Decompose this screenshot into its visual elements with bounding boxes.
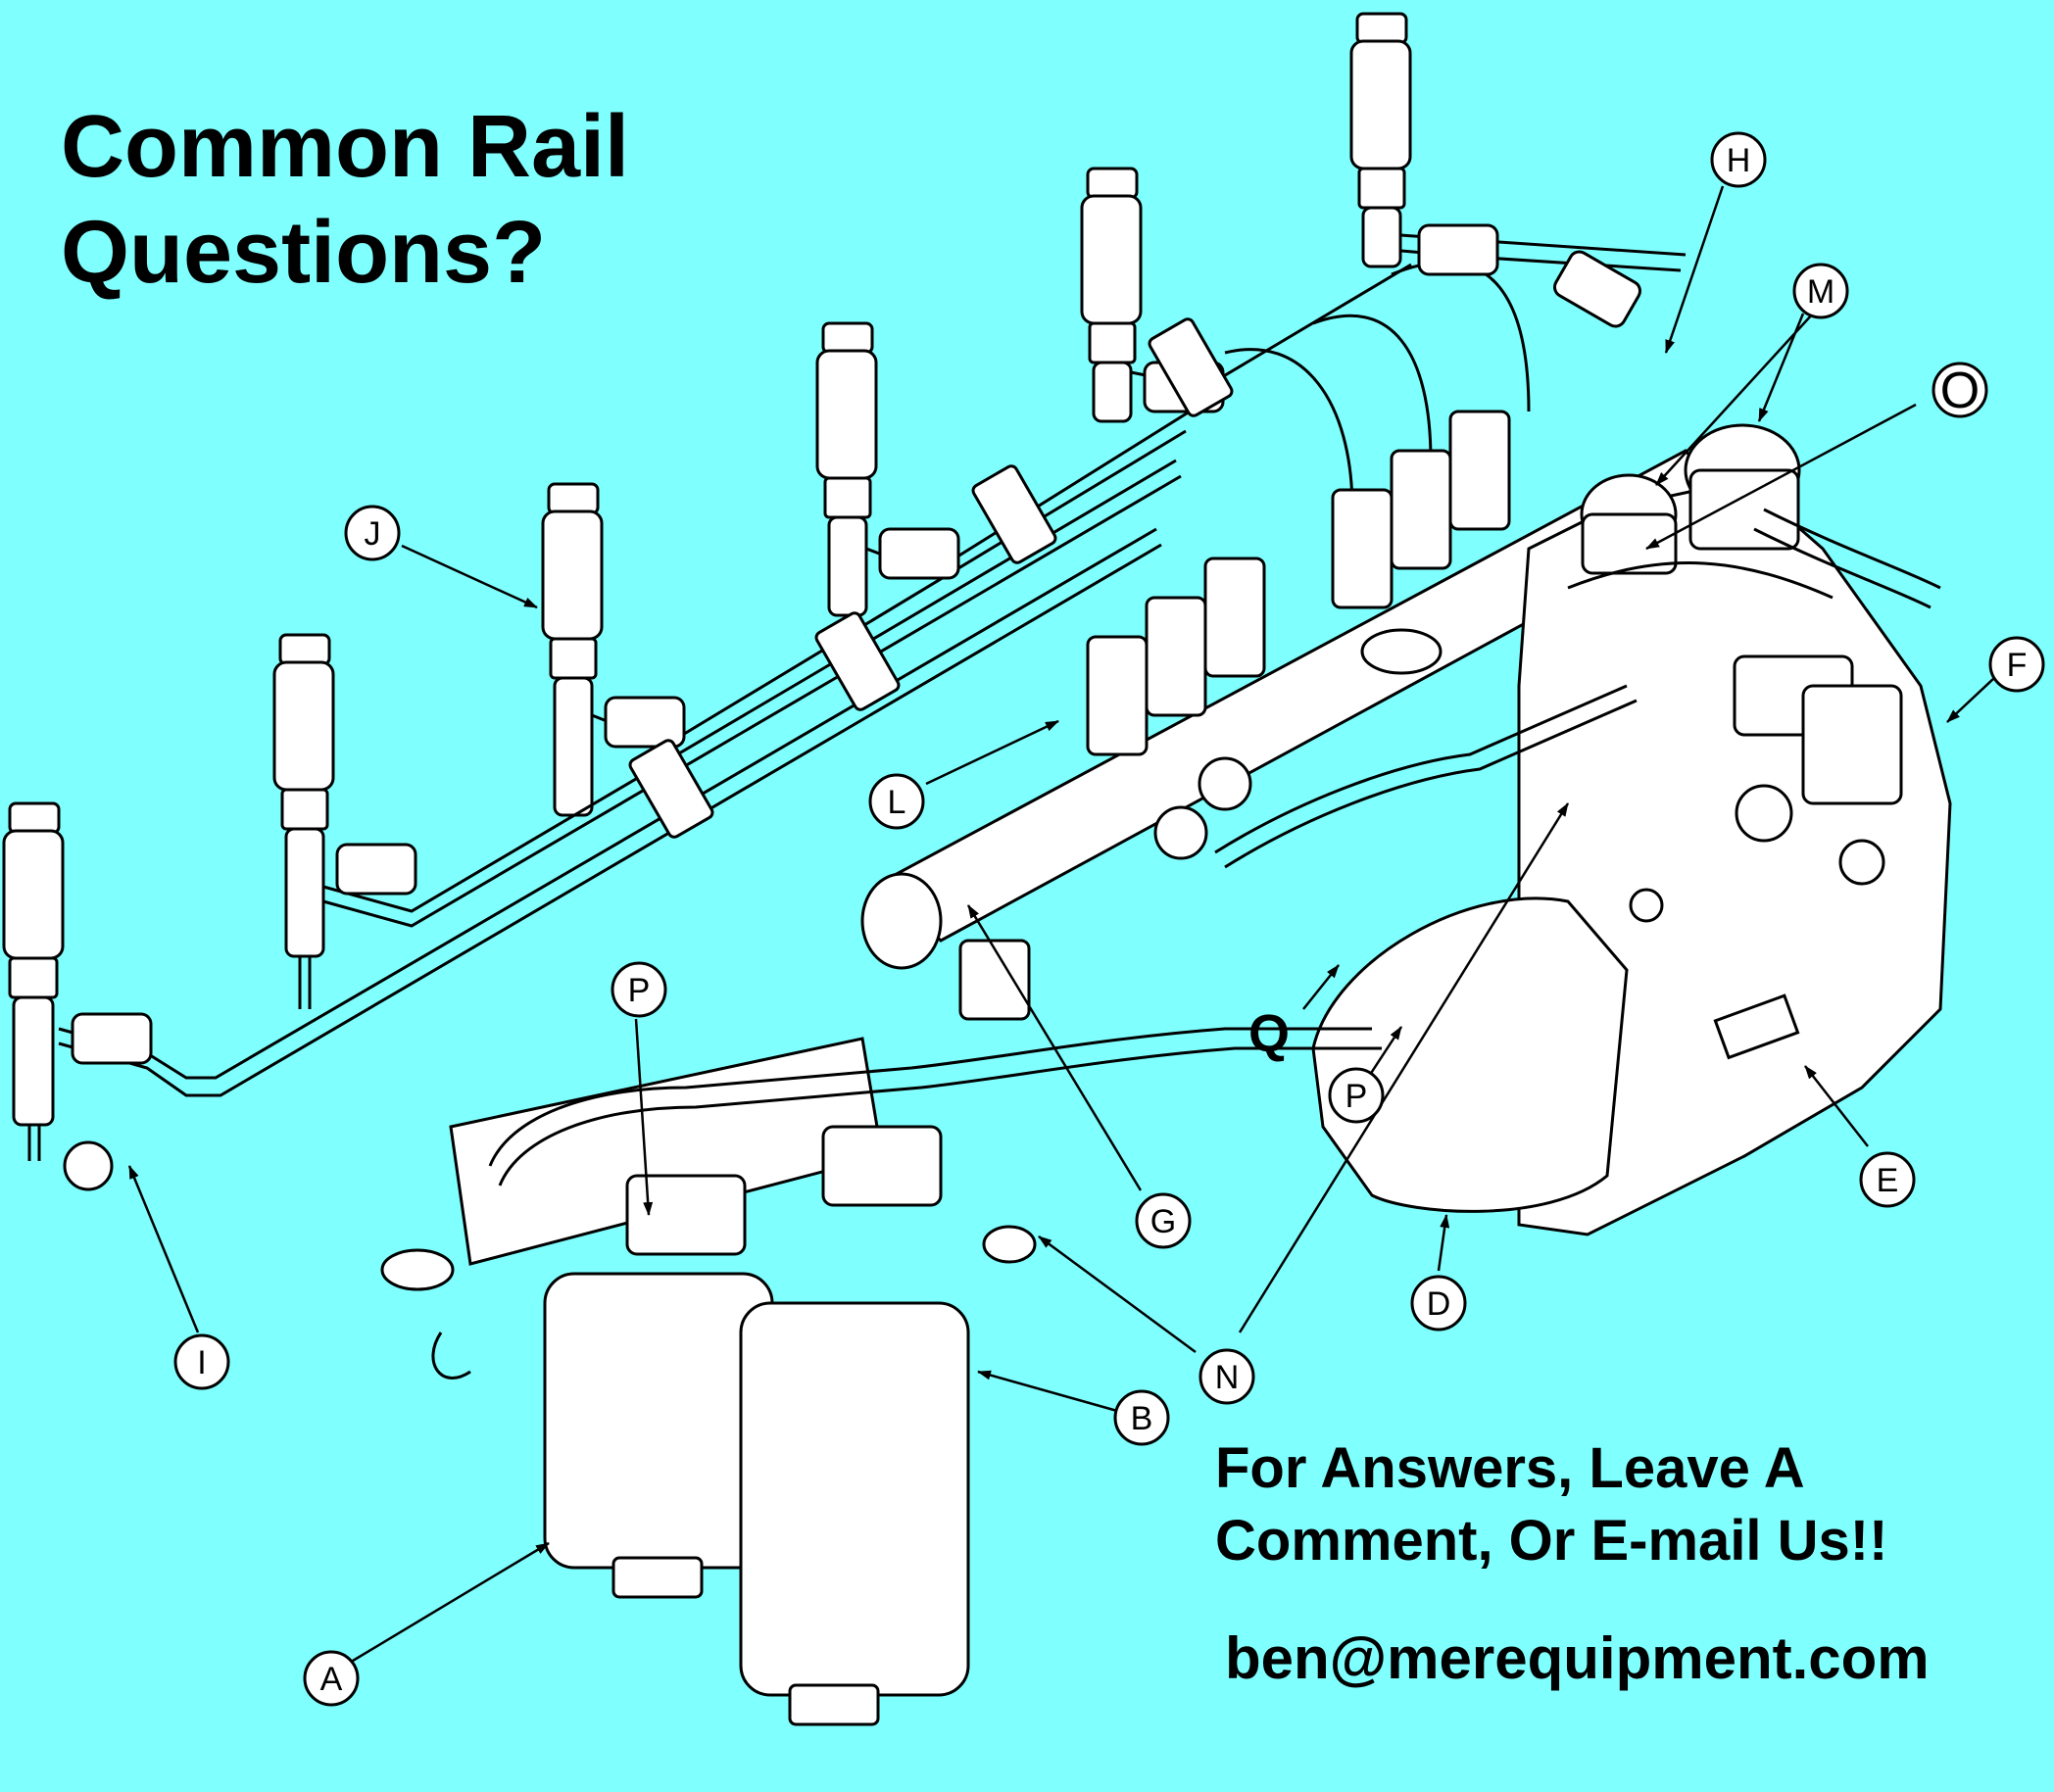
callout-j: J	[365, 515, 381, 553]
callout-g-bubble	[1135, 1192, 1192, 1249]
injector-5	[1080, 167, 1143, 423]
line-clamps	[628, 317, 1234, 839]
callout-f-bubble	[1988, 636, 2045, 693]
callout-j-bubble	[344, 505, 401, 561]
callout-h-bubble	[1710, 131, 1767, 188]
callout-i: I	[197, 1344, 206, 1381]
injector-2	[272, 633, 335, 1009]
injector-3	[541, 482, 604, 817]
callout-p-bottom: P	[1345, 1078, 1368, 1115]
callout-n-bubble	[1198, 1348, 1255, 1405]
headline-line-2: Questions?	[61, 204, 547, 302]
callout-a-bubble	[303, 1650, 360, 1707]
filter-lines	[431, 1027, 1382, 1380]
page-headline: Common Rail Questions?	[61, 94, 629, 306]
callout-leaders	[127, 185, 1995, 1666]
injector-4	[815, 321, 878, 617]
common-rail	[860, 410, 1737, 1021]
callout-m: M	[1807, 273, 1834, 311]
callout-g: G	[1150, 1203, 1176, 1240]
line-fittings	[71, 223, 1641, 1065]
callout-m-bubble	[1792, 263, 1849, 319]
callout-l: L	[888, 784, 906, 821]
callout-i-bubble	[173, 1333, 230, 1390]
callout-e: E	[1877, 1162, 1899, 1199]
callout-d-bubble	[1410, 1275, 1467, 1332]
callout-b-bubble	[1113, 1389, 1170, 1446]
callout-p-top: P	[628, 972, 651, 1009]
injectors	[2, 12, 1412, 1161]
callout-p-bottom-bubble	[1328, 1067, 1385, 1124]
callout-l-bubble	[868, 773, 925, 830]
callout-bubbles	[173, 131, 2045, 1707]
contact-email[interactable]: ben@merequipment.com	[1225, 1625, 1930, 1691]
callout-h: H	[1727, 142, 1751, 179]
callout-a: A	[320, 1661, 343, 1698]
cta-line-2: Comment, Or E-mail Us!!	[1215, 1509, 1888, 1573]
callout-p-top-bubble	[611, 961, 667, 1018]
callout-b: B	[1131, 1400, 1153, 1437]
callout-q: Q	[1248, 1004, 1290, 1063]
injector-6	[1349, 12, 1412, 268]
callout-d: D	[1427, 1285, 1451, 1323]
callout-n: N	[1215, 1359, 1240, 1396]
injection-pump	[1311, 423, 1952, 1236]
fuel-filters	[63, 1037, 1037, 1726]
callout-f: F	[2007, 647, 2028, 684]
injector-1	[2, 801, 65, 1161]
callout-letters: A B D E F G H I J L M N O P P Q	[197, 142, 2027, 1698]
callout-o-bubble	[1932, 362, 1988, 418]
callout-o: O	[1940, 363, 1980, 419]
callout-e-bubble	[1859, 1151, 1916, 1208]
pump-feed-lines	[1214, 508, 1941, 869]
rail-outlets	[1086, 410, 1511, 756]
headline-line-1: Common Rail	[61, 98, 630, 196]
call-to-action: For Answers, Leave A Comment, Or E-mail …	[1215, 1432, 1887, 1577]
cta-line-1: For Answers, Leave A	[1215, 1436, 1805, 1500]
